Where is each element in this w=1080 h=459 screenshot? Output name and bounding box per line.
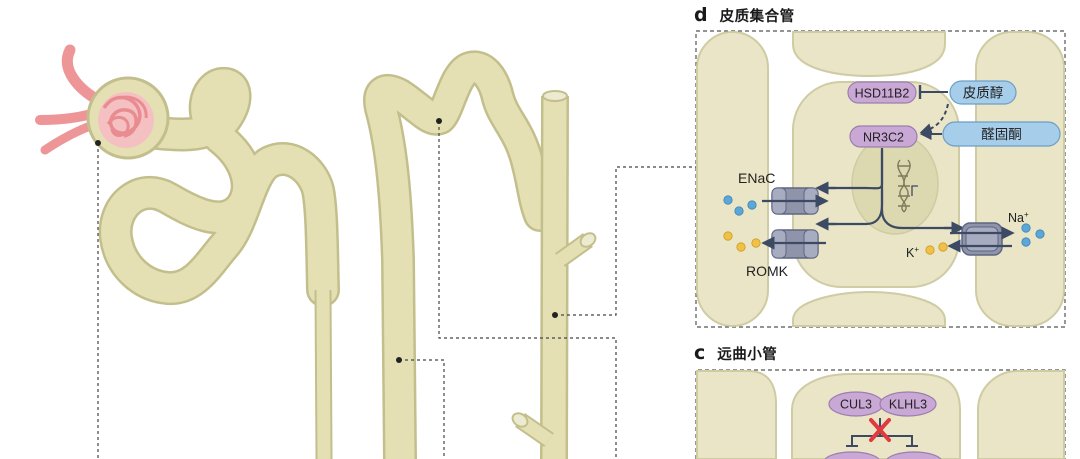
panel-d-title: 皮质集合管 xyxy=(719,9,795,25)
cortisol-pill xyxy=(949,80,1017,105)
klhl3-label: KLHL3 xyxy=(889,398,927,412)
transcription-arrow xyxy=(911,185,918,196)
panel-d-letter: d xyxy=(694,4,708,26)
panel-d-ion-labels: ENaC ROMK Na+ K+ xyxy=(738,170,1029,279)
panel-c-signaling: CUL3 KLHL3 xyxy=(824,391,942,459)
wnk-pill-left xyxy=(824,451,880,459)
sodium-ions-blood xyxy=(1021,223,1045,247)
cortisol-label: 皮质醇 xyxy=(963,85,1004,102)
klhl3-pill xyxy=(879,391,937,417)
panel-d-ions xyxy=(723,195,1045,255)
loop-descending-limb xyxy=(314,289,333,459)
potassium-ions-lumen xyxy=(723,231,761,252)
panel-c-letter: c xyxy=(694,342,706,364)
panel-d-transporters xyxy=(761,187,1015,259)
nr3c2-pill xyxy=(849,125,918,148)
cul3-label: CUL3 xyxy=(840,398,872,412)
dna-helix xyxy=(897,159,911,213)
k-label: K+ xyxy=(906,245,919,260)
glomerulus xyxy=(98,92,154,148)
inhibition-lines xyxy=(846,418,918,447)
proximal-convoluted-tubule xyxy=(98,67,340,307)
na-label: Na+ xyxy=(1008,210,1029,225)
nr3c2-label: NR3C2 xyxy=(863,131,904,145)
afferent-vessels xyxy=(35,44,104,155)
panel-d-cells xyxy=(696,31,1065,327)
hsd11b2-pill xyxy=(847,81,917,104)
cross-mark xyxy=(869,418,891,442)
callout-leaders xyxy=(97,121,696,459)
panel-d-heading: d 皮质集合管 xyxy=(694,4,795,26)
collecting-duct xyxy=(511,90,597,459)
sodium-ions-lumen xyxy=(723,195,757,216)
distal-tubule xyxy=(363,50,557,459)
callout-dots xyxy=(95,118,558,363)
panel-c-cells xyxy=(696,370,1065,459)
aldosterone-label: 醛固酮 xyxy=(981,127,1022,143)
panel-c-heading: c 远曲小管 xyxy=(694,342,777,364)
hsd11b2-label: HSD11B2 xyxy=(855,87,910,101)
na-k-pump xyxy=(961,222,1003,256)
enac-label: ENaC xyxy=(738,170,775,186)
wnk-pill-right xyxy=(886,451,942,459)
potassium-ions-blood xyxy=(925,242,948,255)
panel-c-title: 远曲小管 xyxy=(717,347,778,363)
panel-d-signaling: HSD11B2 皮质醇 NR3C2 醛固酮 xyxy=(815,80,1061,235)
aldosterone-pill xyxy=(942,121,1061,147)
romk-label: ROMK xyxy=(746,263,789,279)
pump-activation-line xyxy=(880,190,960,230)
